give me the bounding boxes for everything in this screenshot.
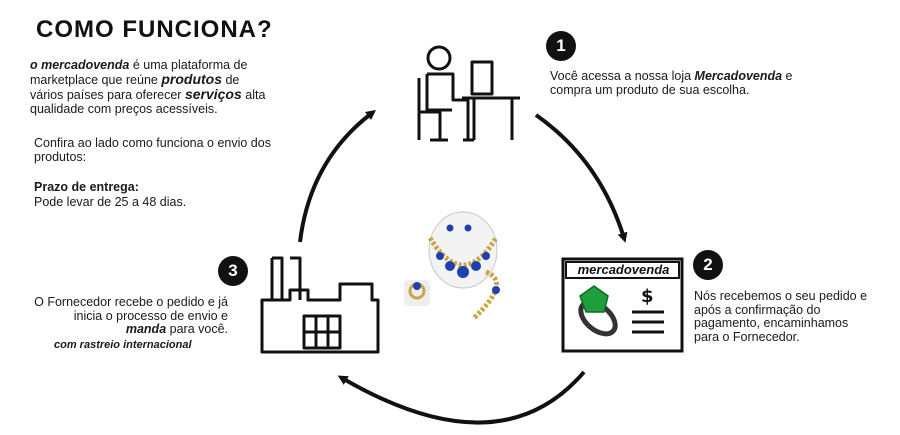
intro-part-3: alta qualidade com preços acessíveis.	[30, 88, 266, 116]
step-2-badge: 2	[693, 250, 723, 280]
brand-name: o mercadovenda	[30, 58, 130, 72]
step-3-badge: 3	[218, 256, 248, 286]
intro-part-1: é uma plataforma de marketplace que reún…	[30, 58, 248, 87]
delivery-value: Pode levar de 25 a 48 dias.	[34, 195, 187, 209]
step-2-text: Nós recebemos o seu pedido e após a conf…	[694, 289, 868, 344]
page-title: COMO FUNCIONA?	[36, 16, 273, 43]
highlight-manda: manda	[125, 322, 167, 336]
cycle-arrows-icon	[298, 109, 628, 425]
intro-part-2: de vários países para oferecer	[30, 73, 240, 102]
confira-text: Confira ao lado como funciona o envio do…	[34, 136, 271, 164]
store-brand: Mercadovenda	[694, 69, 783, 83]
step-3-part-a: O Fornecedor recebe o pedido e já inicia…	[34, 295, 228, 323]
step-1-part-b: e compra um produto de sua escolha.	[550, 69, 793, 97]
highlight-produtos: produtos	[161, 71, 222, 87]
delivery-label: Prazo de entrega:	[34, 180, 139, 194]
tracking-tag: com rastreio internacional	[54, 338, 192, 351]
jewelry-set-image	[404, 211, 500, 320]
delivery-info: Prazo de entrega: Pode levar de 25 a 48 …	[34, 180, 274, 210]
step-1-badge: 1	[546, 31, 576, 61]
step-3-part-b: para você.	[166, 322, 228, 336]
step-3-text: O Fornecedor recebe o pedido e já inicia…	[30, 295, 228, 352]
store-label: mercadovenda	[577, 262, 670, 277]
step-1-part-a: Você acessa a nossa loja	[550, 69, 695, 83]
intro-text: o mercadovenda é uma plataforma de marke…	[30, 58, 275, 116]
highlight-servicos: serviços	[184, 86, 242, 102]
desk-user-icon	[417, 45, 520, 142]
svg-text:$: $	[641, 286, 654, 307]
factory-icon	[260, 256, 380, 354]
step-1-text: Você acessa a nossa loja Mercadovenda e …	[550, 69, 800, 97]
receipt-ring-icon: $	[561, 257, 684, 353]
